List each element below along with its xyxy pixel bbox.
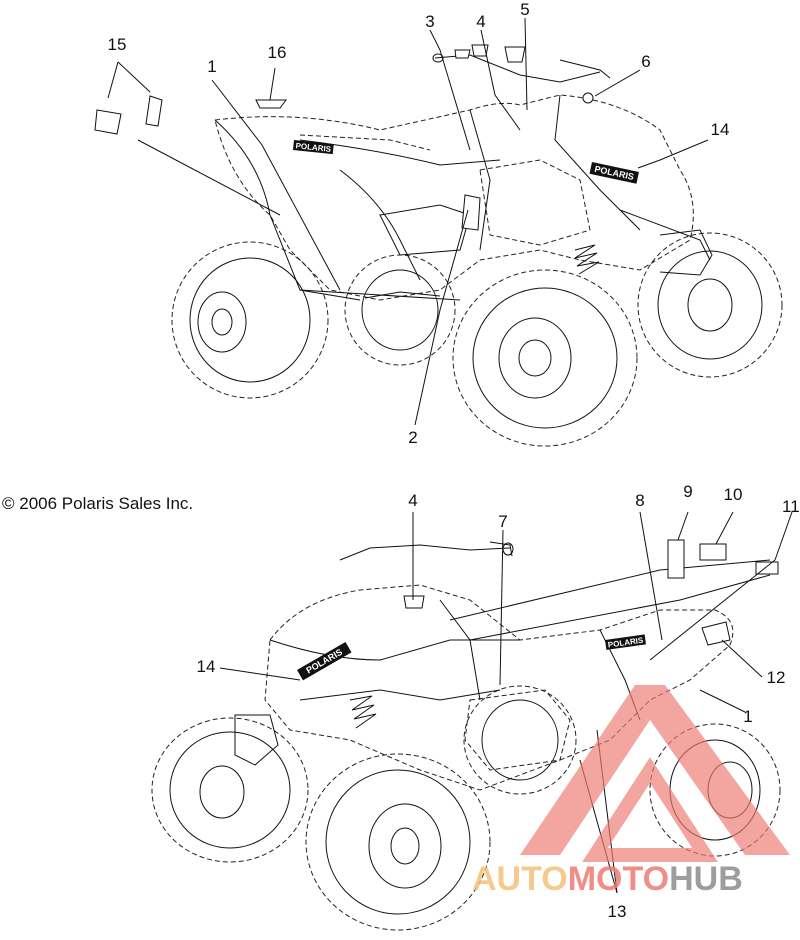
- decal-4-bottom: [403, 595, 425, 609]
- decal-6: [582, 92, 594, 104]
- callout-6-top: 6: [641, 52, 650, 71]
- bottom-front-right-wheel: [305, 753, 491, 931]
- callout-2-top: 2: [408, 428, 417, 447]
- top-front-right-wheel: [637, 232, 783, 378]
- top-rear-left-wheel: [171, 241, 329, 399]
- decal-16: [255, 99, 287, 109]
- watermark-triangle-icon: [520, 685, 790, 855]
- callout-14-top: 14: [711, 120, 730, 139]
- callout-14-bottom: 14: [197, 657, 216, 676]
- watermark-text: AUTOMOTOHUB: [472, 860, 743, 898]
- callout-15-top: 15: [108, 35, 127, 54]
- top-front-left-wheel: [452, 269, 638, 447]
- decal-4-top: [471, 44, 489, 57]
- callout-1-bottom: 1: [743, 707, 752, 726]
- watermark-text-c: HUB: [669, 860, 743, 898]
- callout-12-bottom: 12: [767, 668, 786, 687]
- callout-16-top: 16: [268, 43, 287, 62]
- callout-5-top: 5: [520, 0, 529, 19]
- svg-text:POLARIS: POLARIS: [607, 636, 644, 650]
- svg-text:POLARIS: POLARIS: [295, 141, 332, 154]
- watermark-text-a: AUTO: [472, 860, 568, 898]
- callout-13-bottom: 13: [608, 902, 627, 921]
- polaris-decal-front-bottom: POLARIS: [297, 642, 352, 681]
- watermark-logo: AUTOMOTOHUB: [472, 685, 790, 898]
- decal-15-right: [145, 95, 163, 127]
- watermark-text-b: MOTO: [568, 860, 669, 898]
- callout-9-bottom: 9: [683, 482, 692, 501]
- svg-text:POLARIS: POLARIS: [594, 164, 635, 182]
- bottom-rear-left-wheel: [463, 685, 577, 795]
- polaris-decal-rear-top: POLARIS: [292, 140, 334, 155]
- top-rear-right-wheel: [344, 254, 456, 366]
- copyright-notice: © 2006 Polaris Sales Inc.: [2, 494, 193, 513]
- decal-12: [701, 621, 731, 646]
- decal-9: [667, 539, 685, 579]
- decal-2: [461, 194, 481, 231]
- polaris-decal-rear-bottom: POLARIS: [605, 634, 647, 650]
- atv-bottom-view: [151, 541, 781, 931]
- atv-top-view: [171, 53, 783, 447]
- callout-4-top: 4: [476, 12, 485, 31]
- callout-11-bottom: 11: [782, 497, 800, 516]
- bottom-front-left-wheel: [151, 717, 309, 863]
- top-decals: POLARIS POLARIS: [94, 44, 639, 231]
- callout-4-bottom: 4: [408, 491, 417, 510]
- callout-3-top: 3: [425, 12, 434, 31]
- polaris-decal-front-top: POLARIS: [589, 162, 639, 184]
- callout-10-bottom: 10: [724, 485, 743, 504]
- decal-15-left: [94, 109, 122, 135]
- bottom-callout-labels: 4 7 8 9 10 11 14 12 1 13: [197, 482, 800, 921]
- decal-3: [454, 49, 471, 59]
- decal-10: [699, 543, 727, 561]
- callout-7-bottom: 7: [498, 512, 507, 531]
- top-leader-lines: [107, 17, 709, 426]
- callout-1-top: 1: [207, 57, 216, 76]
- decal-5: [504, 46, 526, 63]
- callout-8-bottom: 8: [635, 491, 644, 510]
- top-callout-labels: 15 16 1 3 4 5 6 14 2: [108, 0, 730, 447]
- bottom-leader-lines: [219, 511, 793, 894]
